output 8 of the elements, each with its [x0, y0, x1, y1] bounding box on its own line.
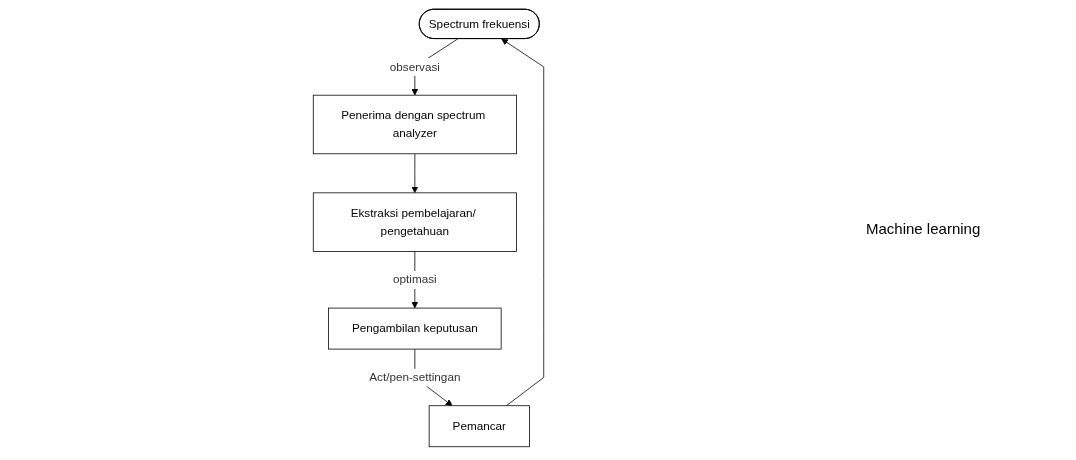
node-box: Penerima dengan spectrum analyzer	[312, 94, 517, 155]
node-box: Pengambilan keputusan	[327, 307, 502, 350]
edge-label: Act/pen-settingan	[368, 370, 460, 384]
edge-label: optimasi	[392, 272, 437, 286]
note-text: Machine learning	[866, 219, 982, 237]
node-box: Pemancar	[428, 405, 530, 448]
node-box: Ekstraksi pembelajaran/ pengetahuan	[312, 192, 517, 252]
edge-label: observasi	[389, 59, 440, 73]
